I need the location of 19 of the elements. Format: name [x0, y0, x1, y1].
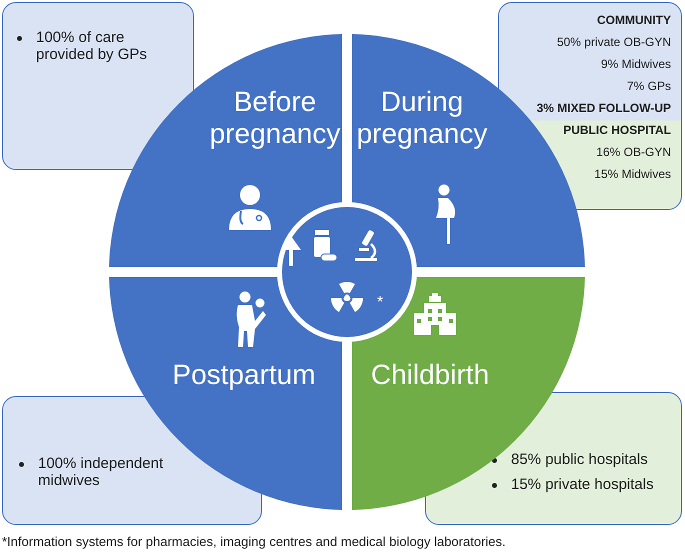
panel-heading: PUBLIC HOSPITAL — [563, 123, 671, 137]
bullet-text: 85% public hospitals — [511, 451, 648, 468]
panel-text: 15% Midwives — [594, 167, 671, 181]
bullet-text: 100% of care provided by GPs — [36, 29, 148, 63]
panel-text: 7% GPs — [626, 79, 671, 93]
quadrant-title: Postpartum — [171, 359, 317, 392]
panel-text: 16% OB-GYN — [596, 145, 671, 159]
panel-text: 9% Midwives — [600, 57, 671, 71]
info-panel — [2, 2, 194, 170]
panel-heading: COMMUNITY — [597, 13, 671, 27]
panel-heading: 3% MIXED FOLLOW-UP — [536, 101, 671, 115]
footnote-mark: * — [377, 294, 384, 312]
bullet-text: 100% independent midwives — [38, 455, 164, 489]
quadrant-title: During pregnancy — [356, 86, 488, 150]
bullet-text: 15% private hospitals — [511, 476, 654, 493]
caption: *Information systems for pharmacies, imaging centres and medical biology laboratories. — [2, 534, 506, 549]
panel-text: 50% private OB-GYN — [556, 35, 671, 49]
quadrant-title: Childbirth — [370, 359, 490, 392]
quadrant-title: Before pregnancy — [208, 86, 342, 150]
